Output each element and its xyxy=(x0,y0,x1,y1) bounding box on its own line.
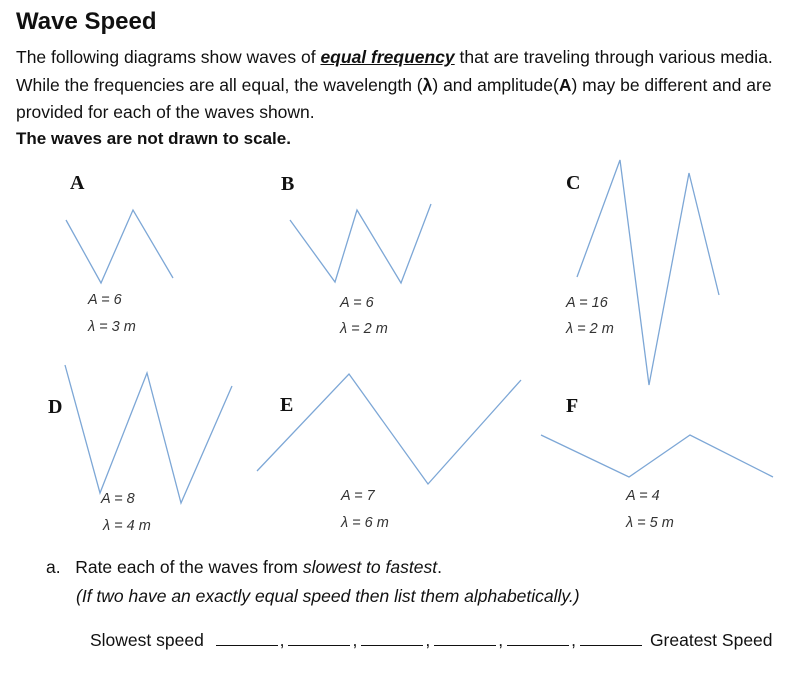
wave-b-letter: B xyxy=(281,173,295,195)
question-text-italic: slowest to fastest xyxy=(302,557,438,577)
wave-b-line xyxy=(289,203,432,285)
question-text-after: . xyxy=(437,557,442,577)
wave-d-wavelength: λ = 4 m xyxy=(103,518,151,534)
answer-blank-3[interactable] xyxy=(361,631,424,646)
wave-e-letter: E xyxy=(280,394,294,416)
wave-a-amplitude: A = 6 xyxy=(88,292,122,308)
intro-paragraph: The following diagrams show waves of equ… xyxy=(16,44,776,127)
wave-f-amplitude: A = 4 xyxy=(626,488,660,504)
wave-a-letter: A xyxy=(70,172,85,194)
separator: , xyxy=(279,630,285,650)
wave-e-line xyxy=(256,372,522,486)
separator: , xyxy=(425,630,431,650)
question-label: a. xyxy=(46,557,61,577)
answer-blank-5[interactable] xyxy=(507,631,570,646)
answer-blank-6[interactable] xyxy=(579,631,642,646)
wave-c-letter: C xyxy=(566,172,581,194)
wave-a-wavelength: λ = 3 m xyxy=(88,319,136,335)
intro-part2: that are traveling through various media… xyxy=(16,47,773,95)
wave-d-amplitude: A = 8 xyxy=(101,491,135,507)
question-hint: (If two have an exactly equal speed then… xyxy=(76,586,580,606)
wave-e-amplitude: A = 7 xyxy=(341,488,375,504)
wave-f-letter: F xyxy=(566,395,579,417)
wave-f-line xyxy=(540,434,774,478)
separator: , xyxy=(571,630,576,650)
intro-lambda: λ xyxy=(422,74,433,95)
answer-blank-1[interactable] xyxy=(215,631,278,646)
wave-a-line xyxy=(65,208,174,285)
answer-blank-4[interactable] xyxy=(434,631,497,646)
greatest-label: Greatest Speed xyxy=(649,630,773,650)
wave-c-amplitude: A = 16 xyxy=(566,295,608,311)
wave-f-wavelength: λ = 5 m xyxy=(626,515,674,531)
page-title: Wave Speed xyxy=(16,8,157,35)
wave-b-amplitude: A = 6 xyxy=(340,295,374,311)
intro-amp: A xyxy=(558,74,572,95)
wave-d-line xyxy=(64,364,233,505)
scale-note: The waves are not drawn to scale. xyxy=(16,129,291,148)
separator: , xyxy=(498,630,504,650)
intro-part3: ) and amplitude( xyxy=(432,74,559,95)
wave-d-letter: D xyxy=(48,396,63,418)
question-a: a. Rate each of the waves from slowest t… xyxy=(46,557,442,578)
intro-part4: ) may be different and are provided for … xyxy=(16,74,772,123)
separator: , xyxy=(352,630,358,650)
answer-row: Slowest speed , , , , , Greatest Speed xyxy=(90,630,773,651)
intro-emphasis: equal frequency xyxy=(320,47,455,67)
wave-b-wavelength: λ = 2 m xyxy=(340,321,388,337)
intro-part1: The following diagrams show waves of xyxy=(16,47,321,67)
question-text-before: Rate each of the waves from xyxy=(75,557,303,577)
wave-c-wavelength: λ = 2 m xyxy=(566,321,614,337)
slowest-label: Slowest speed xyxy=(90,630,204,650)
wave-e-wavelength: λ = 6 m xyxy=(341,515,389,531)
answer-blank-2[interactable] xyxy=(288,631,351,646)
question-text: Rate each of the waves from slowest to f… xyxy=(75,557,442,577)
wave-c-line xyxy=(576,159,720,386)
